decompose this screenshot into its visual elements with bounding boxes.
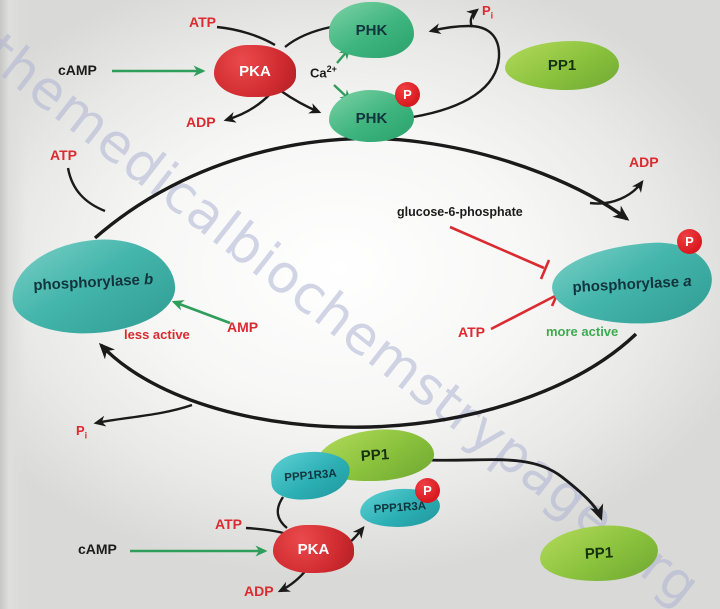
label-calcium: Ca2+ [310, 64, 337, 81]
arrow-phk-to-pka [284, 25, 332, 48]
arrow-adp-leaves-top-arc [589, 179, 644, 205]
label-pi-bottom: Pi [76, 423, 88, 441]
label-amp: AMP [227, 319, 259, 335]
node-pp1-complex-label: PP1 [360, 446, 390, 465]
label-adp-cycle: ADP [629, 154, 659, 170]
arrow-pi-leaves-dephos-loop [466, 8, 479, 28]
node-phk-inactive-label: PHK [355, 21, 388, 39]
arrow-phosa-to-phosb [98, 332, 638, 429]
node-pp1-free-label: PP1 [584, 544, 614, 563]
arrow-pka-to-adp-top [223, 92, 272, 123]
arrow-phosb-to-phosa [93, 136, 630, 240]
arrow-atp-to-pka-top [216, 25, 276, 47]
label-pi-top: Pi [482, 3, 494, 21]
node-ppp1r3a-bound-label: PPP1R3A [283, 467, 338, 484]
arrow-pi-leaves-bottom-arc [93, 403, 193, 427]
arrow-ppp1r3a-to-pka [276, 496, 288, 529]
node-phk-inactive: PHK [329, 2, 414, 58]
arrow-atp-joins-top-arc [66, 167, 106, 213]
label-atp-pka-bottom: ATP [215, 516, 242, 532]
node-pka-top-label: PKA [239, 62, 271, 80]
arrow-phkp-dephosphorylation-loop [412, 23, 501, 119]
label-more-active: more active [546, 324, 619, 339]
label-adp-pka-top: ADP [186, 114, 216, 130]
label-atp-cycle: ATP [50, 147, 77, 163]
node-pka-bottom-label: PKA [297, 540, 330, 558]
label-camp-bottom: cAMP [78, 541, 117, 557]
node-phk-phospho-label: PHK [355, 109, 388, 127]
node-pka-top: PKA [214, 45, 296, 97]
label-atp-inhibitor: ATP [458, 324, 485, 340]
phospho-badge-phk: P [395, 82, 420, 107]
arrow-amp-activates-phosb [171, 300, 231, 325]
node-phosphorylase-b-label: phosphorylase b [32, 270, 154, 295]
arrow-pp1-release [427, 458, 604, 521]
node-pp1-top-label: PP1 [547, 57, 577, 74]
inhibit-g6p-phosa [449, 225, 551, 280]
node-phosphorylase-a-label: phosphorylase a [572, 272, 692, 296]
inhibit-atp-phosa [490, 287, 562, 331]
node-pp1-top: PP1 [505, 41, 619, 90]
arrow-pka-to-phkp [280, 90, 322, 114]
label-adp-pka-bottom: ADP [244, 583, 274, 599]
label-glucose-6-phosphate: glucose-6-phosphate [397, 205, 523, 219]
label-less-active: less active [124, 327, 190, 342]
node-ppp1r3a-phospho-label: PPP1R3A [373, 500, 427, 516]
label-atp-pka-top: ATP [189, 14, 216, 30]
phospho-badge-ppp1r3a: P [415, 478, 440, 503]
phospho-badge-phosphorylase-a: P [677, 229, 702, 254]
node-pka-bottom: PKA [273, 525, 354, 573]
label-camp-top: cAMP [58, 62, 97, 78]
